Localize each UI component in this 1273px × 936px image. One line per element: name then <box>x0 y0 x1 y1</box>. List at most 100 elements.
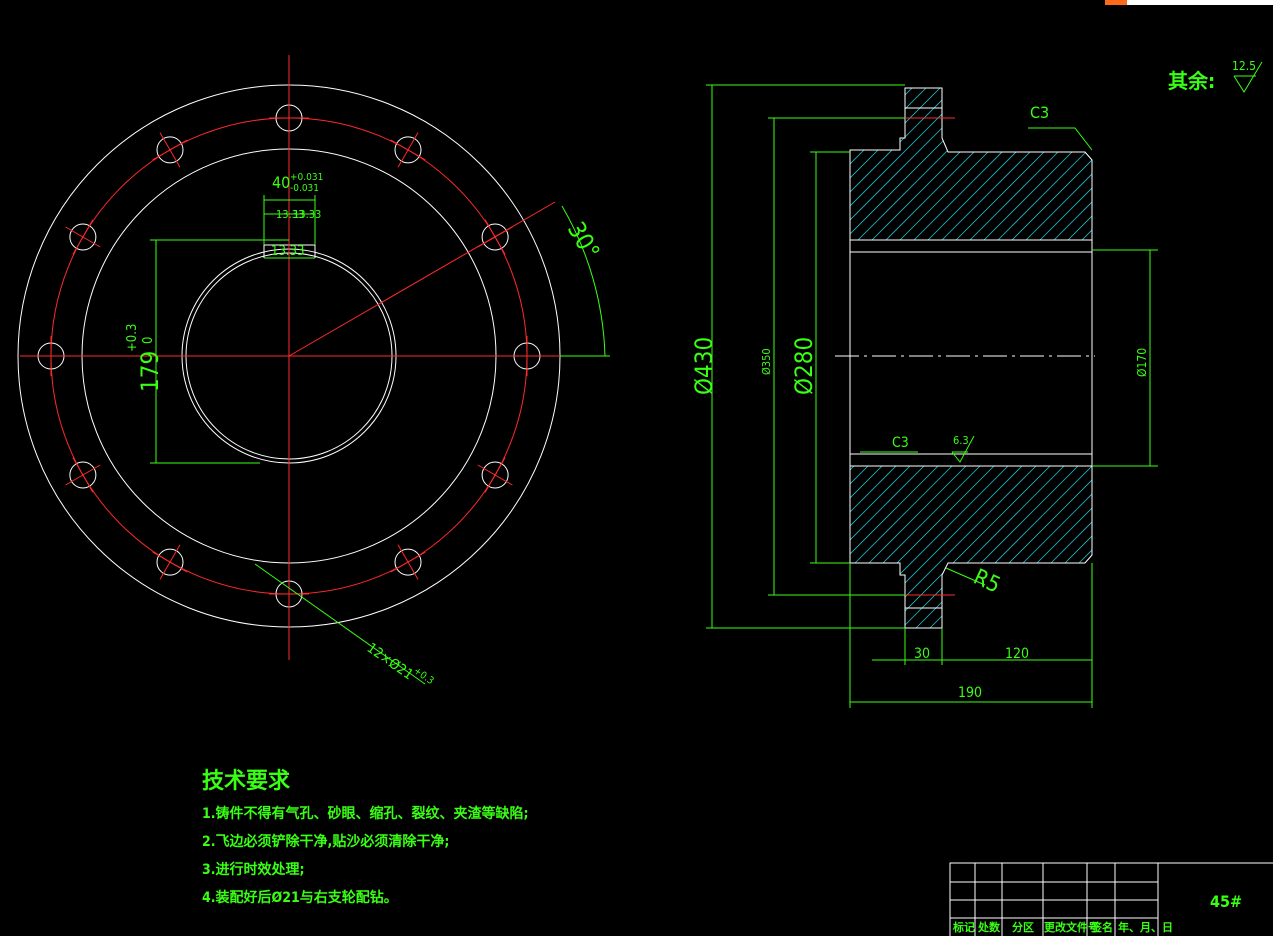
keyway-half-1-label: 13.33 <box>276 208 304 221</box>
hatch-line <box>666 80 836 250</box>
front-view: 40 +0.031 -0.031 13.33 13.33 13.33 179 +… <box>17 55 610 687</box>
roughness-note-label: 其余: <box>1168 69 1215 93</box>
hatch-line <box>1156 458 1273 640</box>
hatch-line <box>850 466 1017 628</box>
hatch-line <box>1001 88 1092 240</box>
hatch-line <box>959 466 1092 628</box>
hatch-line <box>540 458 722 640</box>
hatch-line <box>1071 466 1092 628</box>
hatch-line <box>987 88 1092 240</box>
hatch-line <box>875 88 1047 240</box>
hatch-line <box>1198 458 1273 640</box>
chamfer-top-leader <box>1028 127 1093 151</box>
hatch-line <box>652 80 822 250</box>
hatch-line <box>1142 458 1273 640</box>
dia280-label: Ø280 <box>790 337 818 395</box>
roughness-bore-symbol <box>951 435 975 463</box>
hatch-line <box>1057 88 1092 240</box>
roughness-note-symbol <box>1233 61 1263 93</box>
hatch-line <box>959 88 1092 240</box>
hatch-line <box>568 458 750 640</box>
hatch-line <box>638 80 808 250</box>
bolt-hole-radial-line <box>159 132 181 168</box>
hatch-line <box>1100 458 1273 640</box>
hatch-line <box>1212 80 1273 250</box>
hatch-line <box>1128 80 1273 250</box>
surface-roughness-note: 其余: 12.5 <box>1168 59 1263 93</box>
hatch-line <box>850 88 893 240</box>
tb-material: 45# <box>1210 892 1242 911</box>
hatch-top <box>540 80 1273 250</box>
hatch-line <box>1043 88 1092 240</box>
hatch-line <box>1170 80 1273 250</box>
hatch-line <box>1226 80 1273 250</box>
dia170-label: Ø170 <box>1135 348 1149 377</box>
hatch-line <box>850 466 975 628</box>
hatch-line <box>596 80 766 250</box>
hatch-line <box>1226 458 1273 640</box>
hatch-line <box>875 466 1059 628</box>
hatch-line <box>850 466 933 628</box>
tb-header-count: 处数 <box>977 920 1001 934</box>
hatch-line <box>610 80 780 250</box>
hatch-line <box>850 88 907 240</box>
hatch-line <box>861 466 1045 628</box>
hatch-line <box>610 458 792 640</box>
hatch-line <box>850 466 919 628</box>
keyway-width-label: 40 <box>272 173 290 192</box>
fillet-label: R5 <box>969 565 1003 599</box>
hatch-line <box>1029 88 1092 240</box>
hatch-line <box>1085 466 1092 628</box>
bolt-hole <box>156 136 184 164</box>
tb-header-doc: 更改文件号 <box>1044 920 1099 934</box>
hatch-line <box>540 80 710 250</box>
holes-leader <box>254 563 426 685</box>
hatch-line <box>917 466 1092 628</box>
hatch-line <box>652 458 834 640</box>
hatch-line <box>850 88 949 240</box>
hatch-line <box>973 88 1092 240</box>
hatch-line <box>1114 458 1273 640</box>
tb-header-mark: 标记 <box>952 920 975 934</box>
hatch-line <box>850 88 1005 240</box>
fillet-leader <box>945 567 986 586</box>
bolt-hole <box>394 548 422 576</box>
hatch-line <box>850 466 989 628</box>
tech-req-item-4: 4.装配好后Ø21与右支轮配钻。 <box>202 889 398 906</box>
hatch-line <box>582 458 764 640</box>
hatch-line <box>1043 466 1092 628</box>
hatch-line <box>1170 458 1273 640</box>
hatch-line <box>850 88 935 240</box>
hatch-line <box>987 466 1092 628</box>
hatch-line <box>850 88 921 240</box>
hatch-line <box>1001 466 1092 628</box>
hatch-line <box>624 458 806 640</box>
hatch-line <box>917 88 1089 240</box>
hatch-line <box>945 466 1092 628</box>
keyway-depth-tol2: 0 <box>141 337 156 344</box>
hatch-line <box>850 88 865 240</box>
bolt-hole <box>394 136 422 164</box>
hatch-line <box>850 88 977 240</box>
hatch-line <box>850 466 1003 628</box>
hatch-line <box>1184 458 1273 640</box>
hatch-line <box>638 458 820 640</box>
hatch-line <box>1128 458 1273 640</box>
keyway-tol-lower: -0.031 <box>290 183 319 194</box>
bolt-hole-radial-line <box>65 226 101 248</box>
hatch-line <box>1156 80 1273 250</box>
title-block: 标记 处数 分区 更改文件号 签名 年、月、日 45# <box>949 862 1273 936</box>
hatch-line <box>624 80 794 250</box>
hatch-line <box>850 466 961 628</box>
bolt-hole <box>156 548 184 576</box>
hatch-line <box>850 466 863 628</box>
section-outline-bottom <box>849 466 1093 629</box>
hatch-line <box>1057 466 1092 628</box>
hatch-line <box>850 88 963 240</box>
hatch-line <box>666 458 848 640</box>
hatch-line <box>861 88 1033 240</box>
hatch-line <box>596 458 778 640</box>
len-flange-label: 30 <box>914 646 930 662</box>
hatch-line <box>1184 80 1273 250</box>
bolt-hole-radial-line <box>397 132 419 168</box>
